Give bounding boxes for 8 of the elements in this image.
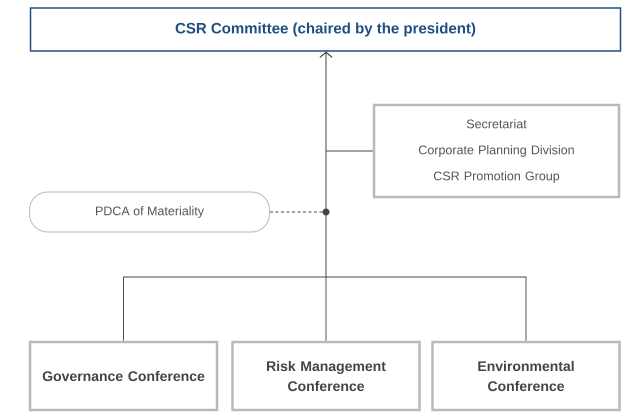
committee-box: CSR Committee (chaired by the president) — [30, 7, 622, 52]
secretariat-box: Secretariat Corporate Planning Division CSR Promotion Group — [372, 104, 620, 198]
conference-box: Risk Management Conference — [231, 340, 421, 412]
junction-dot — [322, 208, 330, 216]
connector — [320, 52, 332, 209]
conference-box: Governance Conference — [28, 340, 218, 412]
conference-box: Environmental Conference — [431, 340, 621, 412]
materiality-pill: PDCA of Materiality — [29, 192, 270, 232]
